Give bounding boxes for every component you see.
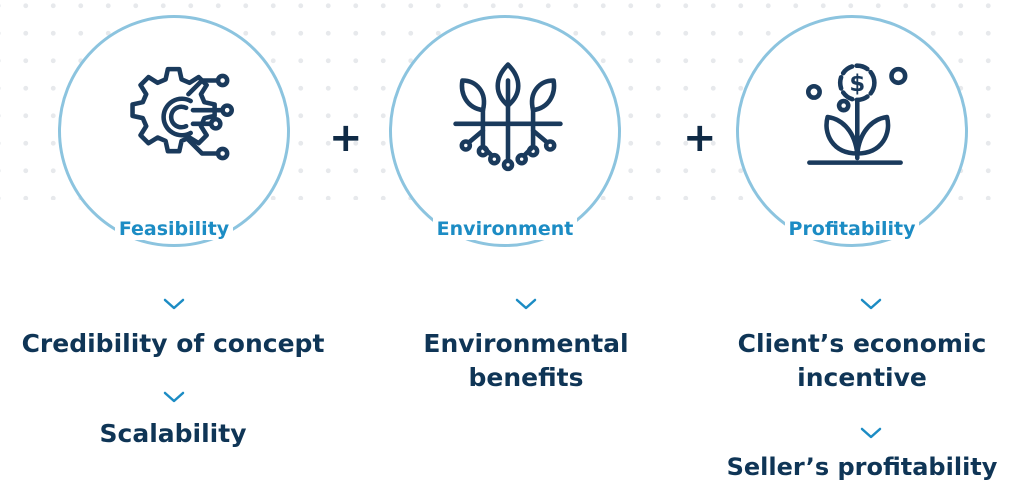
plant-network-icon — [453, 62, 563, 172]
plus-sign-2: + — [683, 115, 717, 161]
outcome-clients-economic: Client’s economic — [737, 329, 987, 358]
feasibility-circle: Feasibility — [58, 15, 290, 247]
outcome-sellers-profitability: Seller’s profitability — [726, 453, 998, 481]
chevron-down-icon — [860, 427, 882, 439]
chevron-down-icon — [860, 298, 882, 310]
outcome-scalability: Scalability — [99, 419, 247, 448]
money-plant-icon: $ — [805, 63, 908, 165]
outcome-environmental: Environmental — [423, 329, 629, 358]
feasibility-label: Feasibility — [61, 218, 287, 240]
chevron-down-icon — [163, 391, 185, 403]
outcome-credibility-of-concept: Credibility of concept — [21, 329, 325, 358]
environment-circle: Environment — [389, 15, 621, 247]
profitability-label: Profitability — [739, 218, 965, 240]
svg-text:$: $ — [849, 71, 865, 97]
profitability-circle: $ Profitability — [736, 15, 968, 247]
outcome-benefits: benefits — [468, 363, 584, 392]
chevron-down-icon — [163, 298, 185, 310]
gear-circuit-icon — [130, 66, 234, 161]
plus-sign-1: + — [329, 115, 363, 161]
chevron-down-icon — [515, 298, 537, 310]
profitability-label-text: Profitability — [784, 218, 920, 240]
environment-label-text: Environment — [432, 218, 578, 240]
environment-label: Environment — [392, 218, 618, 240]
feasibility-label-text: Feasibility — [114, 218, 234, 240]
outcome-incentive: incentive — [797, 363, 927, 392]
